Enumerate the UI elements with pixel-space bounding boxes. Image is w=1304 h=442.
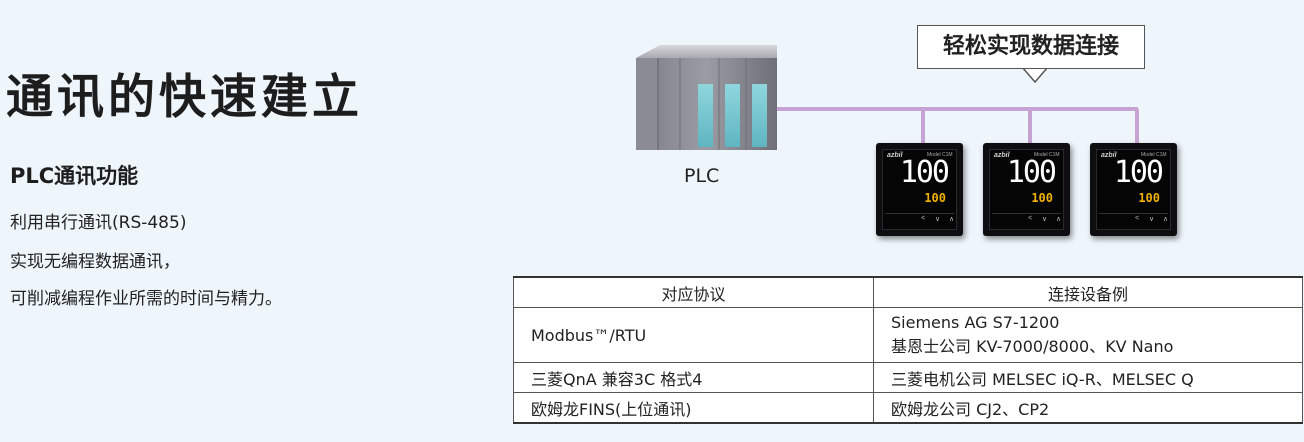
controller-sv-display: 100 — [1031, 191, 1053, 205]
controller-sv-display: 100 — [1138, 191, 1160, 205]
temperature-controller-3: azbil Model C1M 100 100 < ∨ ∧ — [1090, 143, 1177, 236]
callout-pointer — [1020, 66, 1050, 84]
network-lines — [770, 107, 1139, 146]
down-key-icon: ∨ — [935, 216, 941, 223]
column-header-protocol: 对应协议 — [513, 276, 874, 308]
devices-cell: 欧姆龙公司 CJ2、CP2 — [873, 392, 1303, 424]
description-line-3: 可削减编程作业所需的时间与精力。 — [10, 289, 282, 309]
controller-model: Model C1M — [1034, 152, 1060, 158]
devices-cell: Siemens AG S7-1200 基恩士公司 KV-7000/8000、KV… — [873, 307, 1303, 363]
table-row: Modbus™/RTU Siemens AG S7-1200 基恩士公司 KV-… — [513, 307, 1303, 363]
down-key-icon: ∨ — [1149, 216, 1155, 223]
controller-keypad: < ∨ ∧ — [992, 213, 1061, 226]
device-line: 基恩士公司 KV-7000/8000、KV Nano — [891, 337, 1174, 356]
controller-model: Model C1M — [1141, 152, 1167, 158]
controller-pv-display: 100 — [1113, 155, 1164, 190]
controller-keypad: < ∨ ∧ — [885, 213, 954, 226]
protocol-cell: Modbus™/RTU — [513, 307, 874, 363]
controller-pv-display: 100 — [899, 155, 950, 190]
controller-logo: azbil — [994, 152, 1010, 159]
devices-cell: 三菱电机公司 MELSEC iQ-R、MELSEC Q — [873, 362, 1303, 393]
plc-icon — [636, 45, 777, 150]
left-key-icon: < — [1028, 215, 1033, 222]
description-line-1: 利用串行通讯(RS-485) — [10, 213, 187, 233]
description-line-2: 实现无编程数据通讯， — [10, 252, 180, 272]
table-header-row: 对应协议 连接设备例 — [513, 276, 1303, 308]
controller-logo: azbil — [1101, 152, 1117, 159]
plc-label: PLC — [684, 165, 720, 187]
left-key-icon: < — [921, 215, 926, 222]
section-subtitle: PLC通讯功能 — [10, 164, 139, 188]
up-key-icon: ∧ — [1056, 216, 1062, 223]
temperature-controller-2: azbil Model C1M 100 100 < ∨ ∧ — [983, 143, 1070, 236]
table-row: 三菱QnA 兼容3C 格式4 三菱电机公司 MELSEC iQ-R、MELSEC… — [513, 362, 1303, 393]
controller-pv-display: 100 — [1006, 155, 1057, 190]
table-row: 欧姆龙FINS(上位通讯) 欧姆龙公司 CJ2、CP2 — [513, 392, 1303, 424]
down-key-icon: ∨ — [1042, 216, 1048, 223]
controller-logo: azbil — [887, 152, 903, 159]
protocol-cell: 欧姆龙FINS(上位通讯) — [513, 392, 874, 424]
controller-sv-display: 100 — [924, 191, 946, 205]
protocol-cell: 三菱QnA 兼容3C 格式4 — [513, 362, 874, 393]
left-key-icon: < — [1135, 215, 1140, 222]
controller-keypad: < ∨ ∧ — [1099, 213, 1168, 226]
up-key-icon: ∧ — [1163, 216, 1169, 223]
temperature-controller-1: azbil Model C1M 100 100 < ∨ ∧ — [876, 143, 963, 236]
column-header-devices: 连接设备例 — [873, 276, 1303, 308]
protocol-table: 对应协议 连接设备例 Modbus™/RTU Siemens AG S7-120… — [513, 276, 1303, 424]
device-line: Siemens AG S7-1200 — [891, 313, 1060, 332]
data-link-callout: 轻松实现数据连接 — [917, 25, 1145, 69]
page-title: 通讯的快速建立 — [6, 70, 363, 125]
up-key-icon: ∧ — [949, 216, 955, 223]
controller-model: Model C1M — [927, 152, 953, 158]
